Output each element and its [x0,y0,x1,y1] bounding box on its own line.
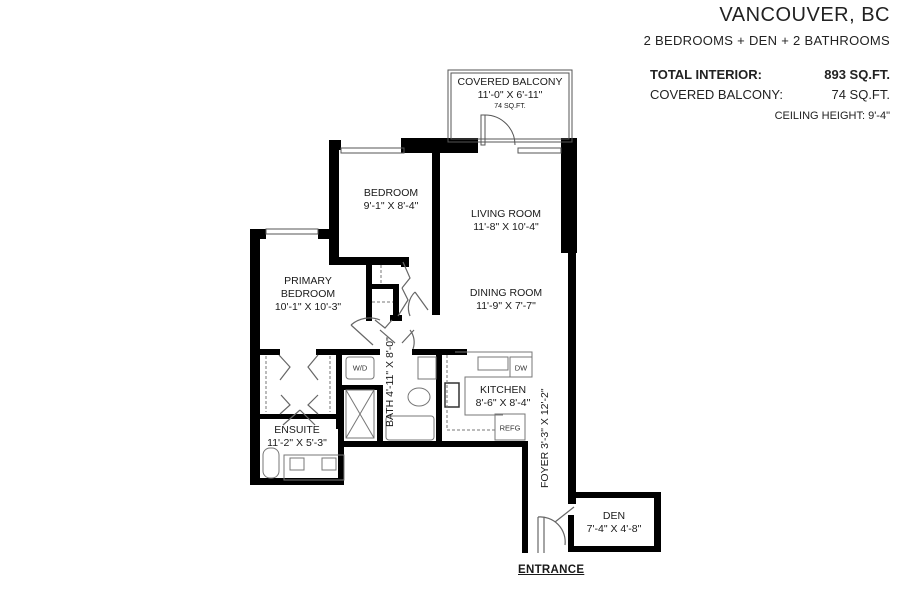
fixtures [262,265,533,481]
total-interior-row: TOTAL INTERIOR: 893 SQ.FT. [650,67,890,82]
room-bedroom: BEDROOM 9'-1" X 8'-4" [364,187,419,213]
room-kitchen: KITCHEN 8'-6" X 8'-4" [476,384,531,410]
room-den: DEN 7'-4" X 4'-8" [587,510,642,536]
refrigerator-label: REFG [499,423,521,433]
room-primary-bedroom: PRIMARY BEDROOM 10'-1" X 10'-3" [275,275,341,314]
room-name-2: BEDROOM [280,288,336,300]
room-dims: 9'-1" X 8'-4" [363,200,419,212]
exterior-walls [250,138,661,553]
washer-dryer-label: W/D [352,363,368,373]
room-dims: 10'-1" X 10'-3" [274,301,342,313]
room-dims: 3'-3" X 12'-2" [539,388,551,449]
covered-balcony-row: COVERED BALCONY: 74 SQ.FT. [650,87,890,102]
location-title: VANCOUVER, BC [719,4,890,26]
room-dining: DINING ROOM 11'-9" X 7'-7" [470,287,542,313]
total-interior-label: TOTAL INTERIOR: [650,67,762,82]
room-name: LIVING ROOM [470,208,542,220]
room-dims: 7'-4" X 4'-8" [586,523,642,535]
covered-balcony-value: 74 SQ.FT. [831,87,890,102]
entrance-label: ENTRANCE [518,564,585,576]
room-name: PRIMARY [284,275,332,287]
room-name: DEN [602,510,626,522]
room-dims: 11'-9" X 7'-7" [476,300,536,312]
room-bath: BATH 4'-11" X 8'-0" [384,337,397,427]
room-dims: 8'-6" X 8'-4" [475,397,531,409]
room-area: 74 SQ.FT. [494,103,526,110]
room-dims: 11'-0" X 6'-11" [477,89,543,101]
room-name: FOYER [539,451,551,488]
room-name: COVERED BALCONY [457,76,563,88]
room-name: BATH [384,399,396,427]
covered-balcony-label: COVERED BALCONY: [650,87,783,102]
room-name: ENSUITE [274,424,320,436]
room-name: KITCHEN [479,384,527,396]
room-name: BEDROOM [363,187,419,199]
door-swings [278,261,575,553]
room-ensuite: ENSUITE 11'-2" X 5'-3" [267,424,327,450]
room-dims: 11'-2" X 5'-3" [267,437,327,449]
room-covered-balcony: COVERED BALCONY 11'-0" X 6'-11" 74 SQ.FT… [457,76,562,111]
room-foyer: FOYER 3'-3" X 12'-2" [539,388,552,488]
unit-type: 2 BEDROOMS + DEN + 2 BATHROOMS [643,33,890,48]
room-dims: 4'-11" X 8'-0" [384,337,396,397]
room-dims: 11'-8" X 10'-4" [473,221,539,233]
total-interior-value: 893 SQ.FT. [824,67,890,82]
room-name: DINING ROOM [469,287,543,299]
ceiling-height: CEILING HEIGHT: 9'-4" [774,110,890,122]
room-living: LIVING ROOM 11'-8" X 10'-4" [471,208,541,234]
dishwasher-label: DW [514,363,528,373]
